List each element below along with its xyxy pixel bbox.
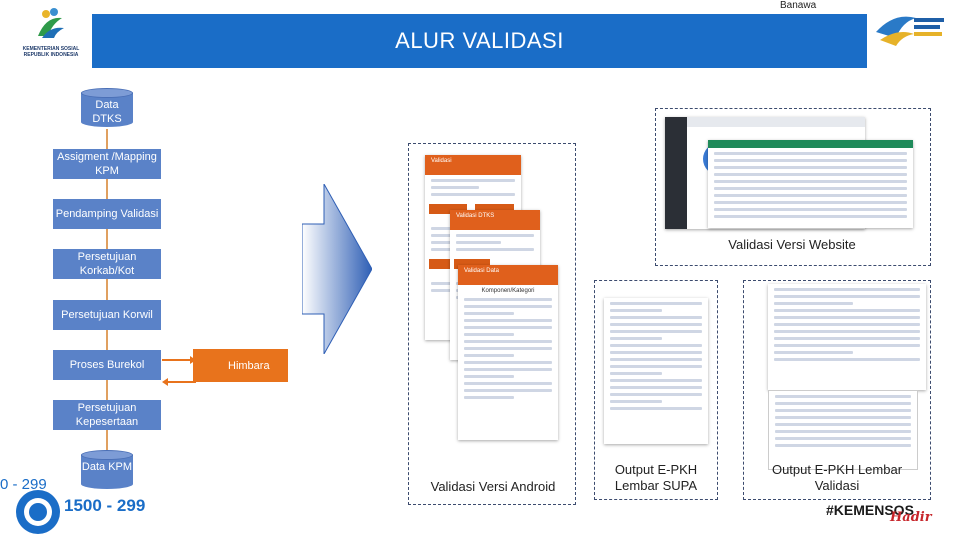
- hotline-number: 1500 - 299: [64, 496, 146, 515]
- validasi-form-table: [768, 390, 918, 470]
- himbara-arrows-icon: [162, 356, 196, 386]
- kemensos-hashtag: #KEMENSOS: [826, 502, 914, 518]
- connector-4: [106, 279, 108, 300]
- android-screen-1-title: Validasi: [425, 155, 521, 175]
- page-title: ALUR VALIDASI: [395, 28, 564, 53]
- kemensos-emblem-icon: [38, 8, 64, 38]
- pendamping-box: Pendamping Validasi: [53, 199, 161, 229]
- assigment-box: Assigment /Mapping KPM: [53, 149, 161, 179]
- title-bar: ALUR VALIDASI: [92, 14, 867, 68]
- connector-2: [106, 179, 108, 199]
- data-dtks-label: Data DTKS: [92, 99, 122, 125]
- kemensos-logo-text: KEMENTERIAN SOSIAL REPUBLIK INDONESIA: [22, 46, 80, 58]
- top-right-text: Banawa: [780, 0, 817, 11]
- korkab-box: Persetujuan Korkab/Kot: [53, 249, 161, 279]
- connector-6: [106, 380, 108, 400]
- big-right-arrow-icon: [302, 184, 372, 354]
- supa-document: [604, 298, 708, 444]
- burekol-box: Proses Burekol: [53, 350, 161, 380]
- android-frame: [408, 143, 576, 505]
- android-screen-3: Validasi Data Komponen/Kategori: [458, 265, 558, 440]
- caption-website: Validasi Versi Website: [728, 237, 856, 252]
- data-kpm-cylinder: Data KPM: [81, 450, 133, 492]
- connector-7: [106, 430, 108, 450]
- caption-validasi: Output E-PKH Lembar Validasi: [771, 462, 903, 493]
- android-screen-2-title: Validasi DTKS: [450, 210, 540, 230]
- data-dtks-cylinder: Data DTKS: [81, 88, 133, 130]
- pkh-logo: [874, 4, 946, 54]
- connector-3: [106, 229, 108, 249]
- supa-frame: [594, 280, 718, 500]
- hotline-partial: 0 - 299: [0, 476, 47, 493]
- connector-1: [106, 129, 108, 149]
- caption-android: Validasi Versi Android: [430, 479, 556, 494]
- pkh-emblem-icon: [876, 16, 944, 46]
- hotline-banner: 0 - 299 1500 - 299: [0, 476, 160, 536]
- call-center-icon: [16, 490, 60, 534]
- validasi-form-front: [768, 284, 926, 390]
- korwil-box: Persetujuan Korwil: [53, 300, 161, 330]
- kemensos-logo: KEMENTERIAN SOSIAL REPUBLIK INDONESIA: [18, 6, 84, 62]
- website-screen-front: [708, 140, 913, 228]
- android-screen-3-sub: Komponen/Kategori: [481, 288, 535, 294]
- website-frame: [655, 108, 931, 266]
- hadir-text: Hadir: [890, 510, 932, 525]
- connector-5: [106, 330, 108, 350]
- data-kpm-label: Data KPM: [81, 461, 133, 473]
- himbara-box: Himbara: [193, 349, 288, 382]
- kepesertaan-box: Persetujuan Kepesertaan: [53, 400, 161, 430]
- validasi-frame: [743, 280, 931, 500]
- caption-supa: Output E-PKH Lembar SUPA: [614, 462, 698, 493]
- android-screen-3-title: Validasi Data: [458, 265, 558, 285]
